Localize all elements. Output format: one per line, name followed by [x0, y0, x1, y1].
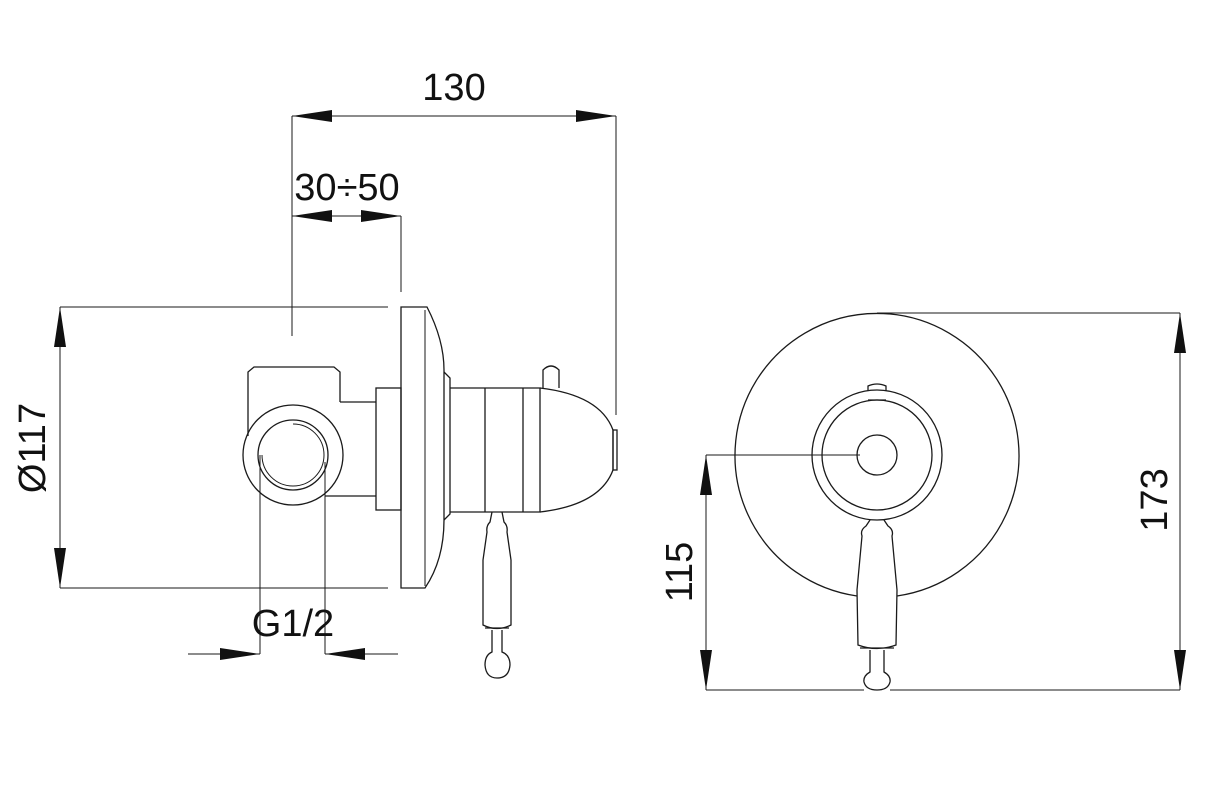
dimension-130: 130 — [291, 67, 617, 415]
cartridge-cylinder — [450, 365, 618, 513]
front-center-hub — [856, 434, 898, 476]
dimension-label-115: 115 — [659, 542, 701, 603]
side-view: 130 30÷50 Ø117 — [12, 67, 618, 679]
inlet-inner-ring — [257, 419, 329, 491]
inlet-box — [247, 366, 341, 497]
lever-side — [482, 511, 512, 679]
dimension-label-30-50: 30÷50 — [294, 167, 399, 209]
dimension-label-130: 130 — [422, 67, 485, 109]
front-view: 115 173 — [659, 312, 1186, 691]
dimension-label-g12: G1/2 — [252, 603, 334, 645]
inlet-outer-ring — [242, 404, 344, 506]
wall-plate — [400, 306, 451, 589]
dimension-115: 115 — [659, 454, 860, 690]
front-tab — [867, 383, 887, 401]
dimension-diameter-117: Ø117 — [12, 306, 388, 589]
valve-body — [375, 387, 402, 511]
dimension-label-117: Ø117 — [12, 403, 54, 493]
lever-front — [856, 519, 898, 691]
top-pin — [542, 365, 560, 388]
dimension-173: 173 — [706, 312, 1186, 691]
dimension-g12: G1/2 — [188, 455, 398, 660]
dimension-30-50: 30÷50 — [292, 167, 402, 292]
pipe-connector — [340, 401, 376, 497]
dimension-label-173: 173 — [1134, 468, 1176, 531]
